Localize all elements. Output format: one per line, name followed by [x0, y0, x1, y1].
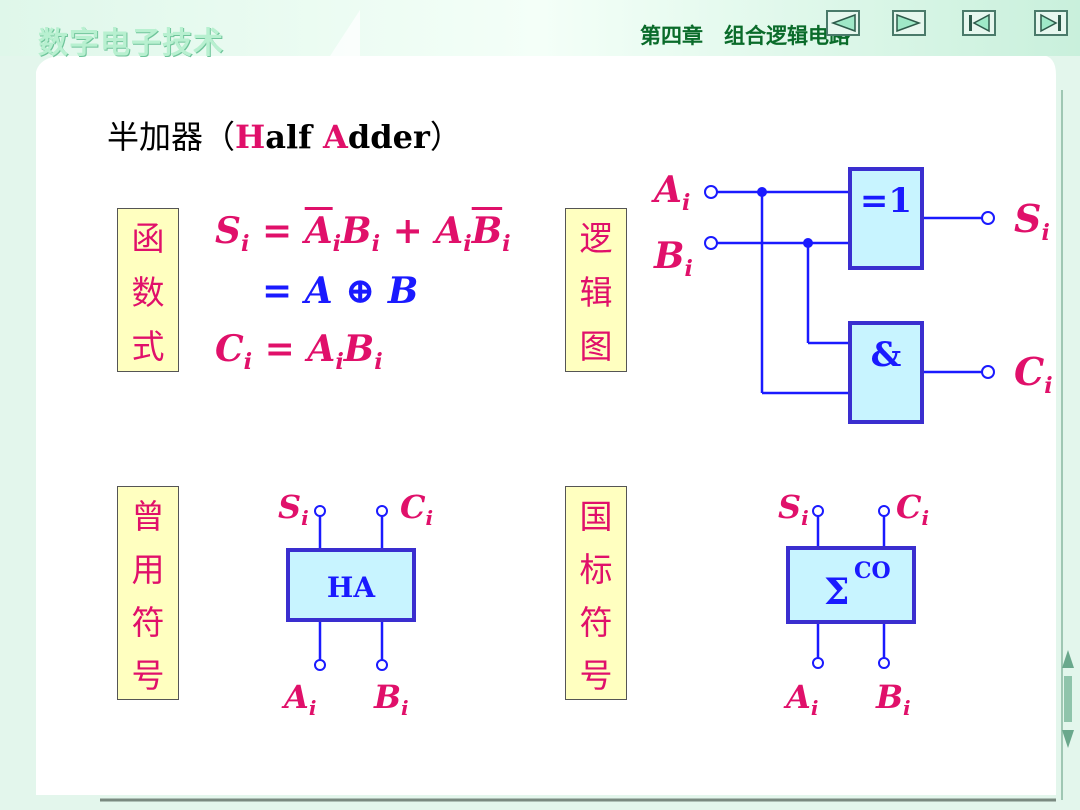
- ha-s-label: Si: [278, 488, 309, 530]
- input-a-pin: [704, 185, 718, 199]
- ha-a-label: Ai: [281, 678, 316, 720]
- course-logo: 数字电子技术: [38, 26, 224, 61]
- next-slide-button[interactable]: [892, 10, 926, 36]
- slide-title: 半加器（Half Adder）: [107, 112, 462, 158]
- label-char: 号: [579, 655, 613, 695]
- title-alf: alf: [265, 118, 312, 156]
- std-b-label: Bi: [875, 678, 911, 720]
- label-char: 辑: [579, 273, 613, 312]
- ha-box-label: HA: [327, 571, 376, 604]
- ha-c-pin: [376, 505, 388, 517]
- wires: [717, 190, 982, 395]
- label-function-expression: 函 数 式: [117, 208, 179, 372]
- sigma-label: Σ: [824, 571, 849, 613]
- title-h: H: [235, 118, 266, 156]
- title-a: A: [323, 118, 348, 156]
- ha-c-label: Ci: [400, 488, 433, 530]
- label-char: 符: [131, 602, 165, 642]
- label-char: 标: [579, 549, 613, 589]
- junction-dot: [757, 187, 767, 197]
- output-s-pin: [981, 211, 995, 225]
- triangle-right-icon: [896, 13, 922, 33]
- title-prefix: 半加器（: [107, 118, 236, 156]
- label-char: 逻: [579, 219, 613, 258]
- output-s-label: Si: [1014, 196, 1050, 246]
- std-s-pin: [812, 505, 824, 517]
- label-char: 图: [579, 327, 613, 366]
- title-dder: dder: [347, 118, 430, 156]
- std-c-label: Ci: [896, 488, 929, 530]
- co-label: CO: [854, 558, 891, 584]
- triangle-left-icon: [830, 13, 856, 33]
- ha-pin-lines: [318, 516, 384, 660]
- input-b-pin: [704, 236, 718, 250]
- std-a-label: Ai: [783, 678, 818, 720]
- chapter-title: 第四章 组合逻辑电路: [640, 24, 850, 48]
- and-gate: [848, 321, 924, 424]
- label-char: 式: [131, 327, 165, 366]
- label-char: 符: [579, 602, 613, 642]
- prev-slide-button[interactable]: [826, 10, 860, 36]
- label-standard-symbol: 国 标 符 号: [565, 486, 627, 700]
- ha-b-pin: [376, 659, 388, 671]
- skip-first-icon: [969, 13, 990, 33]
- label-old-symbol: 曾 用 符 号: [117, 486, 179, 700]
- ha-a-pin: [314, 659, 326, 671]
- ha-standard-symbol: Si Ci Σ CO Ai Bi: [778, 488, 929, 720]
- std-pin-lines: [816, 516, 886, 658]
- output-c-pin: [981, 365, 995, 379]
- std-b-pin: [878, 657, 890, 669]
- input-a-label: Ai: [651, 169, 690, 216]
- std-box: [786, 546, 916, 624]
- junction-dot: [803, 238, 813, 248]
- label-char: 曾: [131, 496, 165, 536]
- last-slide-button[interactable]: [1034, 10, 1068, 36]
- output-c-label: Ci: [1014, 349, 1053, 399]
- label-char: 数: [131, 273, 165, 312]
- ha-s-pin: [314, 505, 326, 517]
- xor-gate-label: =1: [860, 181, 912, 221]
- ha-box: [286, 548, 416, 622]
- std-a-pin: [812, 657, 824, 669]
- half-adder-logic-diagram: Ai Bi =1 & Si Ci: [651, 167, 1053, 424]
- sum-equation: Si = AiBi + AiBi: [215, 210, 511, 257]
- title-suffix: ）: [429, 118, 462, 156]
- label-logic-diagram: 逻 辑 图: [565, 208, 627, 372]
- skip-last-icon: [1040, 13, 1061, 33]
- std-c-pin: [878, 505, 890, 517]
- label-char: 函: [131, 219, 165, 258]
- label-char: 用: [131, 549, 165, 589]
- label-char: 国: [579, 496, 613, 536]
- xor-equation: = A ⊕ B: [262, 270, 419, 312]
- carry-equation: Ci = AiBi: [215, 328, 383, 375]
- and-gate-label: &: [871, 335, 902, 375]
- label-char: 号: [131, 655, 165, 695]
- input-b-label: Bi: [653, 235, 693, 282]
- xor-gate: [848, 167, 924, 270]
- ha-old-symbol: Si Ci HA Ai Bi: [278, 488, 433, 720]
- std-s-label: Si: [778, 488, 809, 530]
- ha-b-label: Bi: [373, 678, 409, 720]
- first-slide-button[interactable]: [962, 10, 996, 36]
